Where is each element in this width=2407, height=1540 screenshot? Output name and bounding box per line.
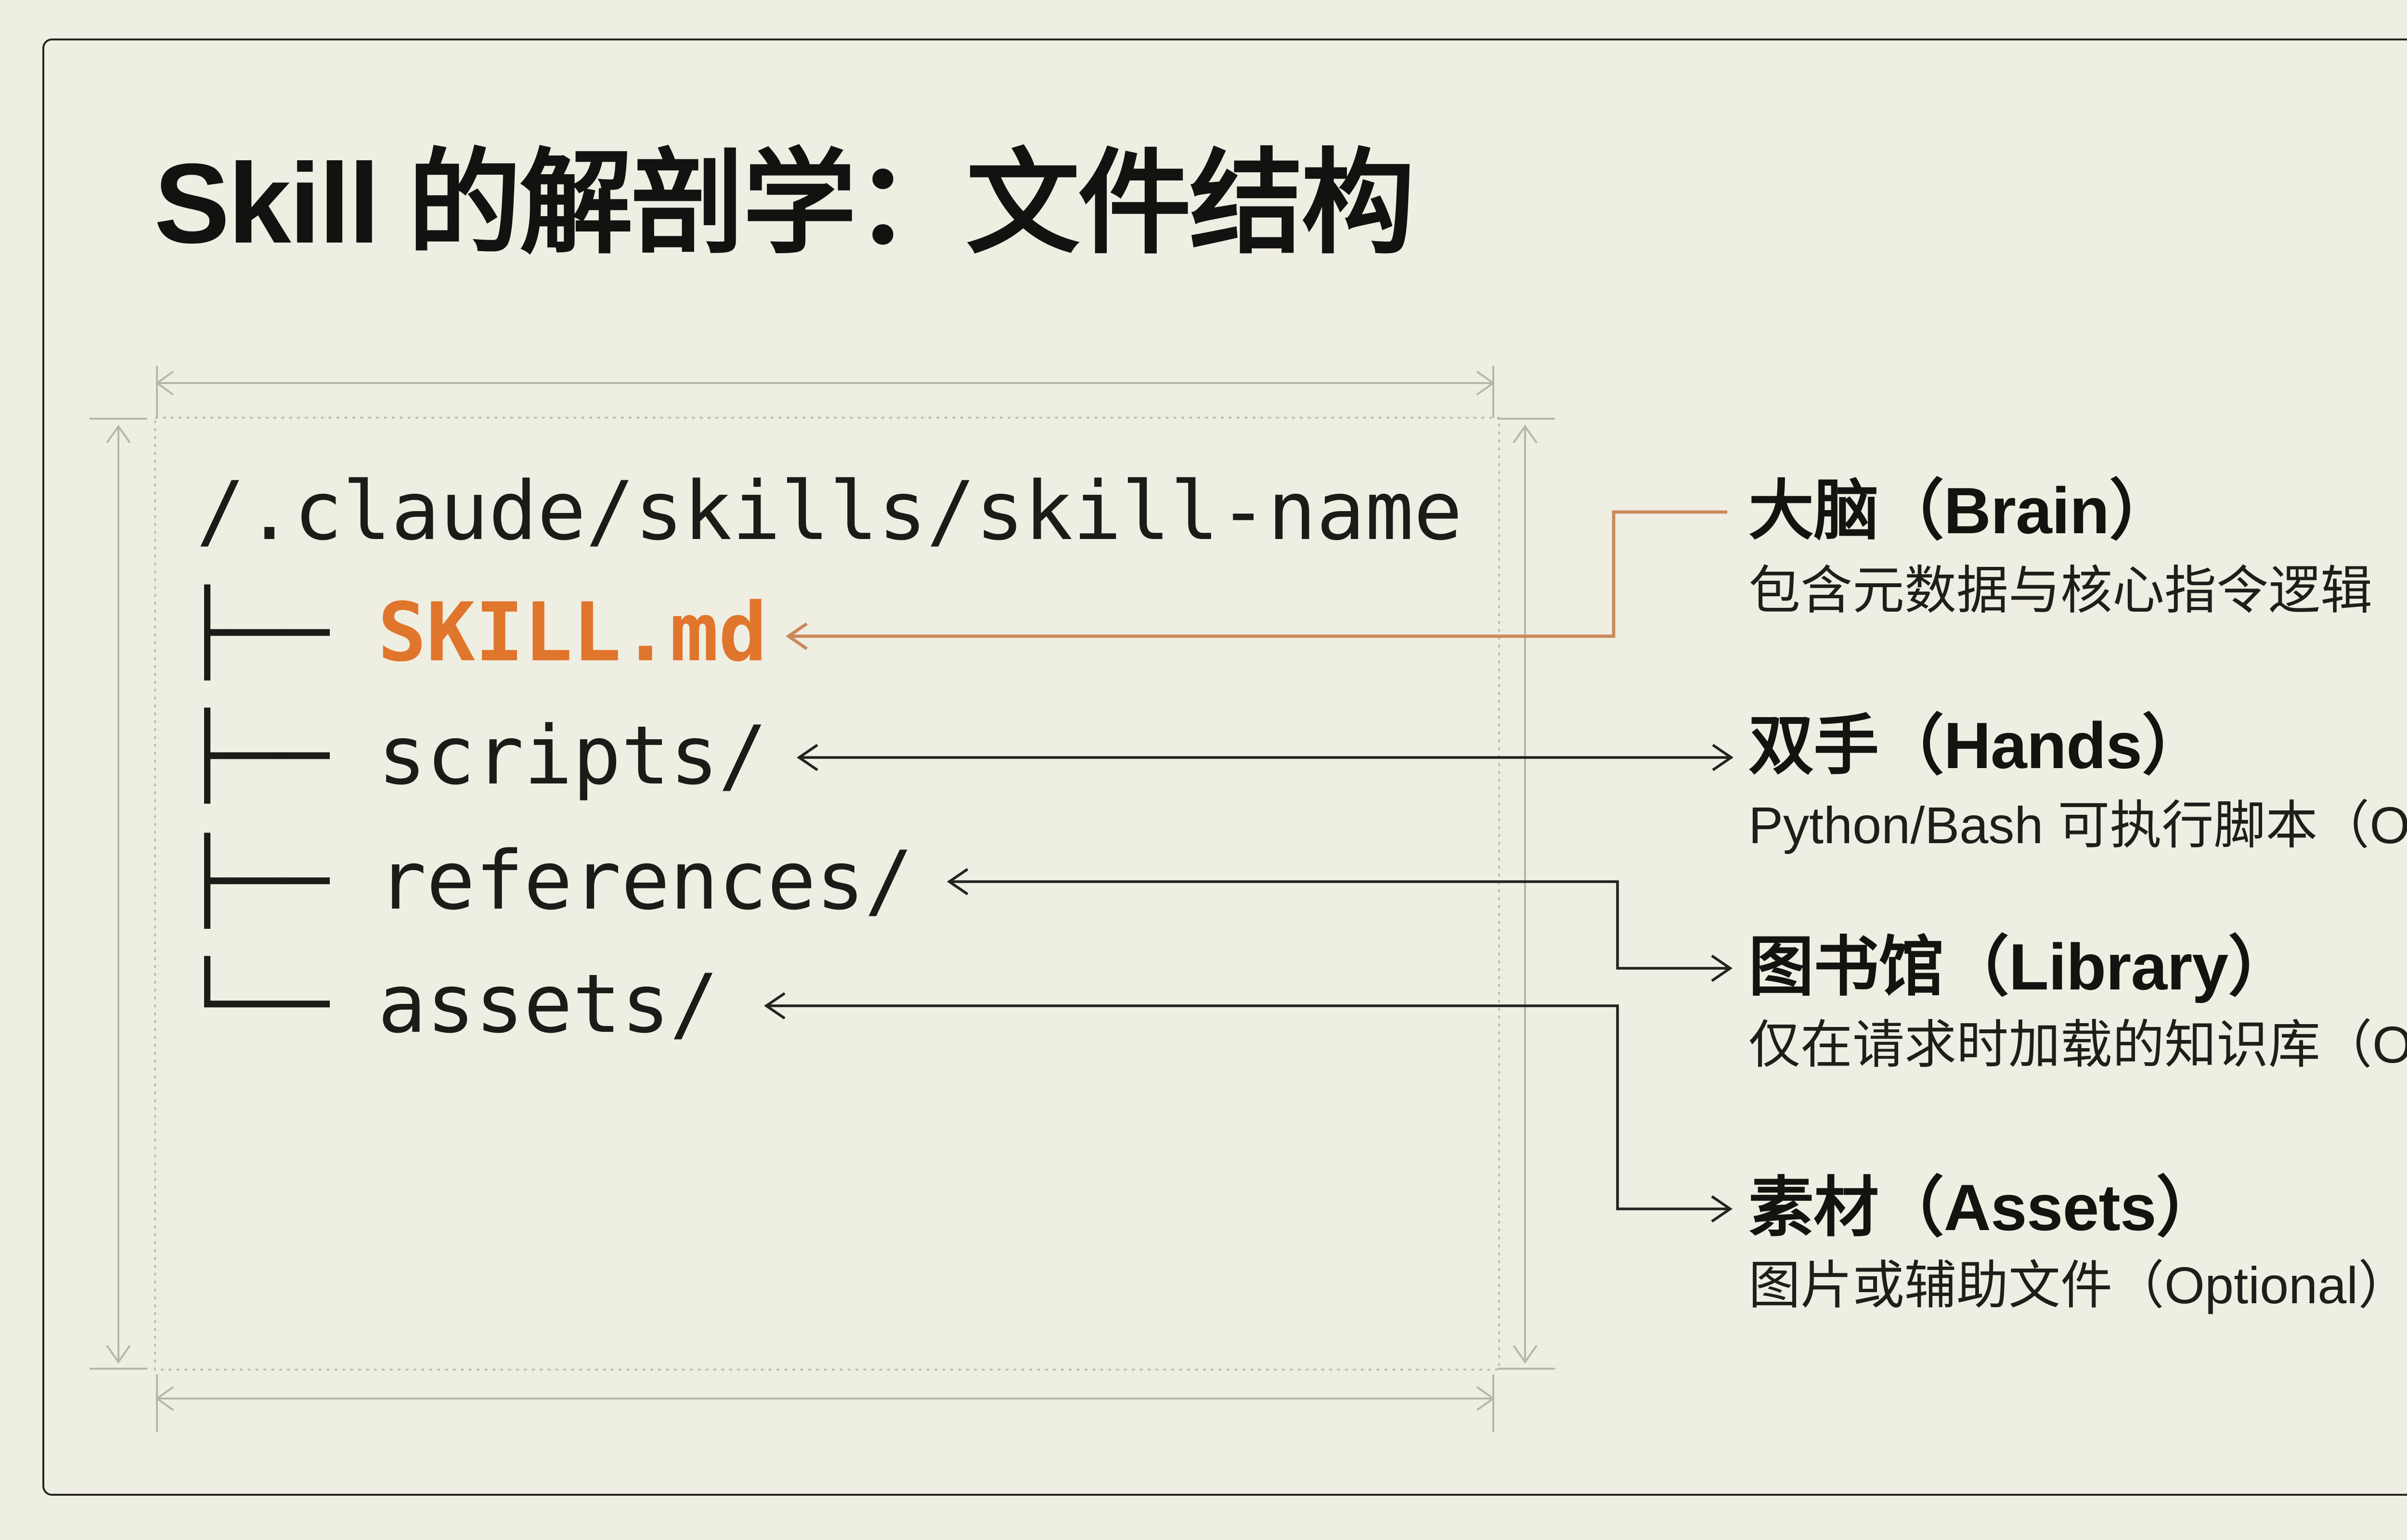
annotation-brain-description: 包含元数据与核心指令逻辑 (1748, 562, 2372, 620)
tree-branch-glyph: ├── (183, 708, 378, 803)
tree-row: ├── references/ (183, 840, 913, 922)
dimension-extension-ticks-bottom (156, 1374, 1494, 1432)
annotation-assets-description: 图片或辅助文件（Optional） (1748, 1257, 2407, 1315)
dimension-arrow-up-icon (1513, 424, 1538, 444)
connector-brain-skillmd (789, 510, 1727, 638)
tree-item-assets: assets/ (377, 957, 719, 1051)
dimension-extension-ticks-left (90, 418, 147, 1370)
tree-branch-glyph: └── (183, 957, 378, 1051)
connector-assets-assets (766, 1004, 1730, 1210)
arrowhead-left-icon (764, 992, 786, 1020)
dimension-arrow-up-icon (106, 424, 131, 444)
arrowhead-left-icon (797, 744, 818, 771)
tree-branch-glyph: ├── (183, 834, 378, 928)
annotation-brain-heading: 大脑（Brain） (1748, 475, 2174, 549)
dimension-arrow-down-icon (106, 1345, 131, 1364)
tree-item-references: references/ (377, 834, 914, 928)
page-title: Skill 的解剖学：文件结构 (154, 141, 1415, 268)
tree-dashed-box (154, 417, 1500, 1371)
tree-item-skill-md: SKILL.md (377, 585, 767, 680)
connector-references-library (949, 880, 1730, 970)
arrowhead-right-icon (1712, 744, 1734, 771)
tree-root-path: /.claude/skills/skill-name (196, 464, 1462, 558)
tree-row: ├── SKILL.md (183, 592, 767, 674)
dimension-extension-ticks-top (156, 366, 1494, 418)
dimension-lines (90, 366, 1555, 1432)
tree-branch-glyph: ├── (183, 585, 378, 680)
arrowhead-left-icon (785, 622, 808, 650)
arrowhead-left-icon (947, 868, 969, 896)
arrowhead-right-icon (1711, 954, 1733, 982)
dimension-extension-ticks-right (1497, 418, 1555, 1370)
annotation-library-description: 仅在请求时加载的知识库（Optional） (1748, 1016, 2407, 1074)
tree-row: ├── scripts/ (183, 715, 767, 797)
slide-card (41, 38, 2407, 1495)
annotation-hands-description: Python/Bash 可执行脚本（Optional） (1748, 797, 2407, 855)
annotation-assets-heading: 素材（Assets） (1748, 1172, 2222, 1245)
connector-brain-skillmd-group (785, 510, 1727, 650)
connectors (764, 744, 1734, 1223)
dimension-arrow-down-icon (1513, 1345, 1538, 1364)
annotation-hands-heading: 双手（Hands） (1748, 710, 2207, 783)
tree-item-scripts: scripts/ (377, 708, 767, 803)
arrowhead-right-icon (1711, 1195, 1733, 1223)
tree-row: └── assets/ (183, 963, 719, 1045)
annotation-library-heading: 图书馆（Library） (1748, 932, 2293, 1005)
